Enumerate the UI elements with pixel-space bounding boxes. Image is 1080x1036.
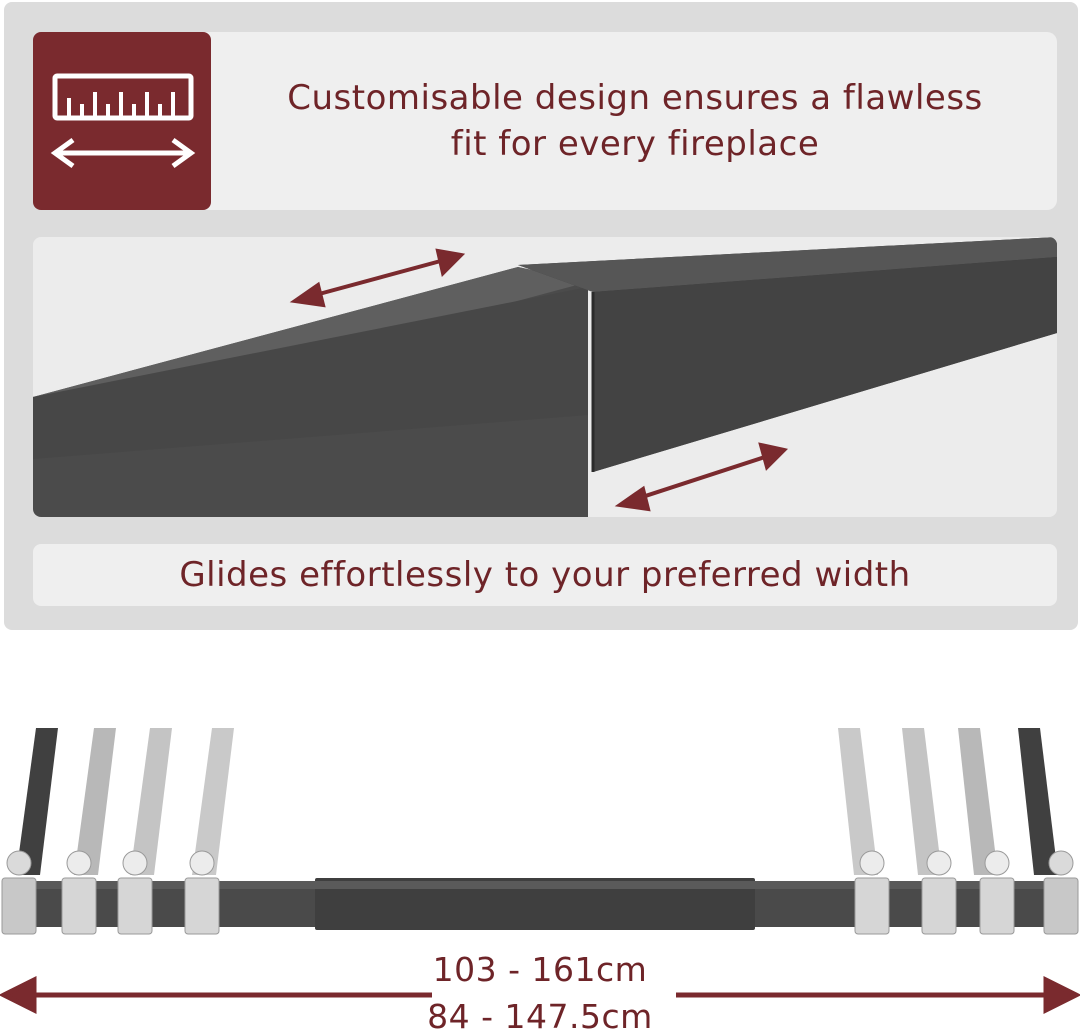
telescopic-bar-closeup <box>33 237 1057 517</box>
width-range-secondary: 84 - 147.5cm <box>427 997 653 1036</box>
width-range-arrows <box>0 975 1080 1015</box>
width-range-primary: 103 - 161cm <box>432 950 648 989</box>
fireguard-product-image <box>0 700 1080 960</box>
feature-icon-box <box>33 32 211 210</box>
feature-caption: Glides effortlessly to your preferred wi… <box>33 544 1057 606</box>
ruler-with-double-arrow-icon <box>50 73 196 169</box>
feature-headline: Customisable design ensures a flawless f… <box>287 78 983 164</box>
